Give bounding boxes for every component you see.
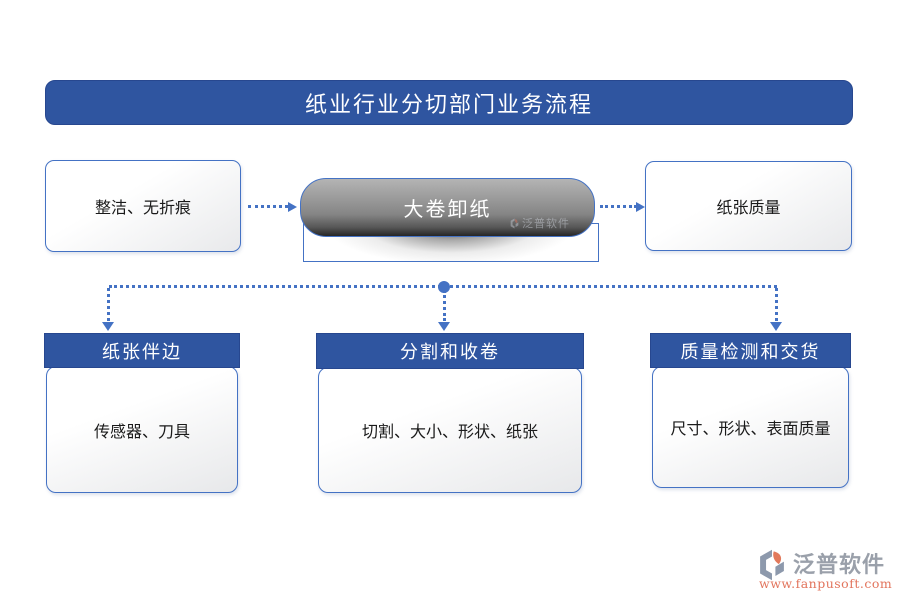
dept-detail-label: 传感器、刀具 (93, 421, 190, 441)
branch-left-arrowhead (102, 322, 114, 331)
dept-detail-label: 切割、大小、形状、纸张 (361, 422, 538, 441)
dept-header-label: 纸张伴边 (102, 341, 182, 363)
branch-center-line (443, 290, 446, 321)
input-condition-box: 整洁、无折痕 (45, 160, 241, 252)
dept-header-quality-delivery: 质量检测和交货 (650, 333, 851, 368)
diagram-title: 纸业行业分切部门业务流程 (304, 92, 593, 118)
branch-right-line (775, 288, 778, 321)
dept-body-quality-delivery: 尺寸、形状、表面质量 (652, 366, 849, 488)
arrow-input-to-process-line (248, 205, 288, 208)
process-node: 大卷卸纸 泛普软件 (300, 178, 595, 237)
brand-watermark: 泛普软件 www.fanpusoft.com (753, 547, 897, 595)
dept-body-slitting-rewinding: 切割、大小、形状、纸张 (318, 367, 582, 493)
dept-header-label: 质量检测和交货 (680, 341, 821, 363)
fanpu-logo-icon (760, 549, 784, 581)
arrow-process-to-output-head (636, 202, 645, 212)
dept-detail-label: 尺寸、形状、表面质量 (670, 419, 831, 438)
process-node-label: 大卷卸纸 (403, 197, 492, 221)
output-condition-label: 纸张质量 (716, 198, 781, 217)
dept-header-slitting-rewinding: 分割和收卷 (316, 333, 584, 369)
branch-left-line (107, 288, 110, 321)
branch-center-arrowhead (438, 322, 450, 331)
brand-url: www.fanpusoft.com (759, 576, 893, 591)
output-condition-box: 纸张质量 (645, 161, 852, 251)
arrow-process-to-output-line (600, 205, 637, 208)
dept-body-edge-trimming: 传感器、刀具 (46, 366, 238, 493)
dept-header-label: 分割和收卷 (400, 342, 500, 363)
fanpu-mini-logo-icon (510, 218, 519, 228)
input-condition-label: 整洁、无折痕 (94, 198, 191, 217)
process-node-watermark: 泛普软件 (509, 215, 570, 231)
branch-junction-dot (438, 281, 450, 293)
branch-right-arrowhead (770, 322, 782, 331)
brand-name: 泛普软件 (793, 552, 886, 578)
dept-header-edge-trimming: 纸张伴边 (44, 333, 240, 368)
arrow-input-to-process-head (288, 202, 297, 212)
diagram-title-banner: 纸业行业分切部门业务流程 (45, 80, 853, 125)
